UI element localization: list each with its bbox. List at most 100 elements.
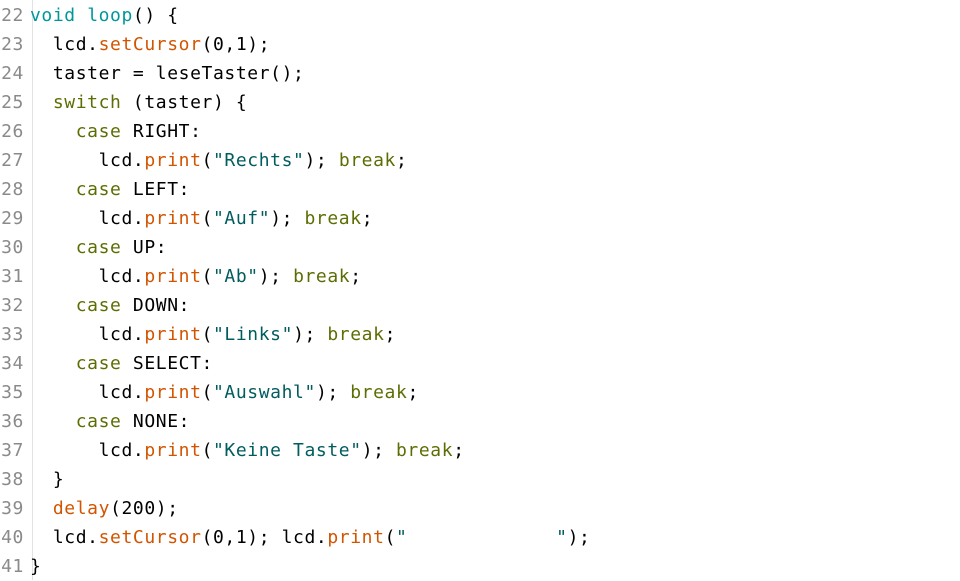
code-token-plain <box>30 237 76 258</box>
line-number: 26 <box>1 121 24 142</box>
code-token-plain: lcd. <box>30 266 145 287</box>
code-token-kw-ctrl: case <box>75 353 122 374</box>
code-token-plain: (0,1); <box>201 34 271 55</box>
code-text[interactable]: case UP: <box>30 237 167 258</box>
code-text[interactable]: case SELECT: <box>30 353 213 374</box>
line-number-gutter <box>0 0 33 580</box>
code-token-plain: (0,1); lcd. <box>201 527 328 548</box>
code-token-plain: lcd. <box>30 324 145 345</box>
code-text[interactable]: switch (taster) { <box>30 92 247 113</box>
code-line[interactable]: 28 case LEFT: <box>0 175 960 204</box>
code-line[interactable]: 38 } <box>0 465 960 494</box>
code-token-plain: UP: <box>121 237 168 258</box>
code-text[interactable]: lcd.print("Auf"); break; <box>30 208 373 229</box>
code-text[interactable]: lcd.print("Rechts"); break; <box>30 150 407 171</box>
code-token-plain <box>30 353 76 374</box>
code-token-plain: ); <box>270 208 305 229</box>
code-text[interactable]: } <box>30 556 41 577</box>
code-text[interactable]: void loop() { <box>30 5 179 26</box>
code-token-plain: ); <box>361 440 396 461</box>
code-text[interactable]: lcd.print("Auswahl"); break; <box>30 382 419 403</box>
code-token-plain <box>30 411 76 432</box>
code-token-kw-fn: print <box>144 324 202 345</box>
code-token-kw-ctrl: case <box>75 179 122 200</box>
code-token-kw-fn: print <box>327 527 385 548</box>
code-text[interactable]: case NONE: <box>30 411 190 432</box>
code-line[interactable]: 35 lcd.print("Auswahl"); break; <box>0 378 960 407</box>
code-line[interactable]: 37 lcd.print("Keine Taste"); break; <box>0 436 960 465</box>
code-token-kw-fn: print <box>144 382 202 403</box>
code-line[interactable]: 25 switch (taster) { <box>0 88 960 117</box>
code-token-plain: ; <box>361 208 374 229</box>
code-token-plain: ); <box>293 324 328 345</box>
line-number: 40 <box>1 527 24 548</box>
code-text[interactable]: case DOWN: <box>30 295 190 316</box>
code-line[interactable]: 32 case DOWN: <box>0 291 960 320</box>
code-token-str: "Auf" <box>213 208 271 229</box>
code-line[interactable]: 34 case SELECT: <box>0 349 960 378</box>
code-token-plain: ( <box>201 266 213 287</box>
code-token-kw-fn: delay <box>52 498 111 519</box>
code-token-kw-ctrl: break <box>327 324 385 345</box>
code-line[interactable]: 29 lcd.print("Auf"); break; <box>0 204 960 233</box>
code-token-plain: ; <box>396 150 408 171</box>
code-token-kw-ctrl: case <box>75 295 122 316</box>
code-token-plain: ( <box>201 382 213 403</box>
code-line[interactable]: 27 lcd.print("Rechts"); break; <box>0 146 960 175</box>
line-number: 25 <box>1 92 24 113</box>
code-line[interactable]: 26 case RIGHT: <box>0 117 960 146</box>
code-token-kw-type: loop <box>87 5 133 26</box>
code-token-plain: ( <box>201 440 213 461</box>
code-token-plain: NONE: <box>121 411 191 432</box>
code-token-kw-ctrl: break <box>304 208 362 229</box>
code-text[interactable]: taster = leseTaster(); <box>30 63 305 84</box>
code-line[interactable]: 30 case UP: <box>0 233 960 262</box>
code-token-kw-fn: print <box>144 266 202 287</box>
code-token-kw-ctrl: break <box>396 440 454 461</box>
code-line[interactable]: 24 taster = leseTaster(); <box>0 59 960 88</box>
code-text[interactable]: delay(200); <box>30 498 179 519</box>
line-number: 30 <box>1 237 24 258</box>
code-token-kw-ctrl: break <box>338 150 396 171</box>
code-token-str: " " <box>396 527 568 548</box>
code-token-plain: lcd. <box>30 150 145 171</box>
code-token-plain: lcd. <box>30 34 99 55</box>
code-line[interactable]: 41} <box>0 552 960 581</box>
code-text[interactable]: lcd.print("Ab"); break; <box>30 266 362 287</box>
line-number: 34 <box>1 353 24 374</box>
code-token-str: "Keine Taste" <box>213 440 362 461</box>
code-text[interactable]: case LEFT: <box>30 179 190 200</box>
code-line[interactable]: 23 lcd.setCursor(0,1); <box>0 30 960 59</box>
code-text[interactable]: lcd.setCursor(0,1); <box>30 34 270 55</box>
code-line[interactable]: 36 case NONE: <box>0 407 960 436</box>
code-token-plain: () { <box>132 5 179 26</box>
code-token-str: "Rechts" <box>213 150 305 171</box>
line-number: 35 <box>1 382 24 403</box>
code-text[interactable]: lcd.print("Keine Taste"); break; <box>30 440 465 461</box>
code-token-plain: ( <box>384 527 396 548</box>
code-token-plain <box>76 5 87 26</box>
code-line[interactable]: 39 delay(200); <box>0 494 960 523</box>
code-token-kw-ctrl: case <box>75 121 122 142</box>
code-text[interactable]: lcd.print("Links"); break; <box>30 324 396 345</box>
code-token-kw-ctrl: break <box>293 266 351 287</box>
code-line[interactable]: 40 lcd.setCursor(0,1); lcd.print(" "); <box>0 523 960 552</box>
code-text[interactable]: } <box>30 469 64 490</box>
code-token-kw-ctrl: case <box>75 237 122 258</box>
code-text[interactable]: lcd.setCursor(0,1); lcd.print(" "); <box>30 527 590 548</box>
line-number: 39 <box>1 498 24 519</box>
code-token-plain: LEFT: <box>121 179 191 200</box>
code-token-kw-fn: setCursor <box>98 527 202 548</box>
code-line[interactable]: 33 lcd.print("Links"); break; <box>0 320 960 349</box>
code-line[interactable]: 31 lcd.print("Ab"); break; <box>0 262 960 291</box>
code-text[interactable]: case RIGHT: <box>30 121 202 142</box>
code-token-plain <box>30 295 76 316</box>
code-token-plain: ; <box>350 266 362 287</box>
code-token-plain <box>30 498 53 519</box>
code-token-kw-ctrl: break <box>350 382 408 403</box>
code-token-plain: DOWN: <box>121 295 191 316</box>
line-number: 23 <box>1 34 24 55</box>
